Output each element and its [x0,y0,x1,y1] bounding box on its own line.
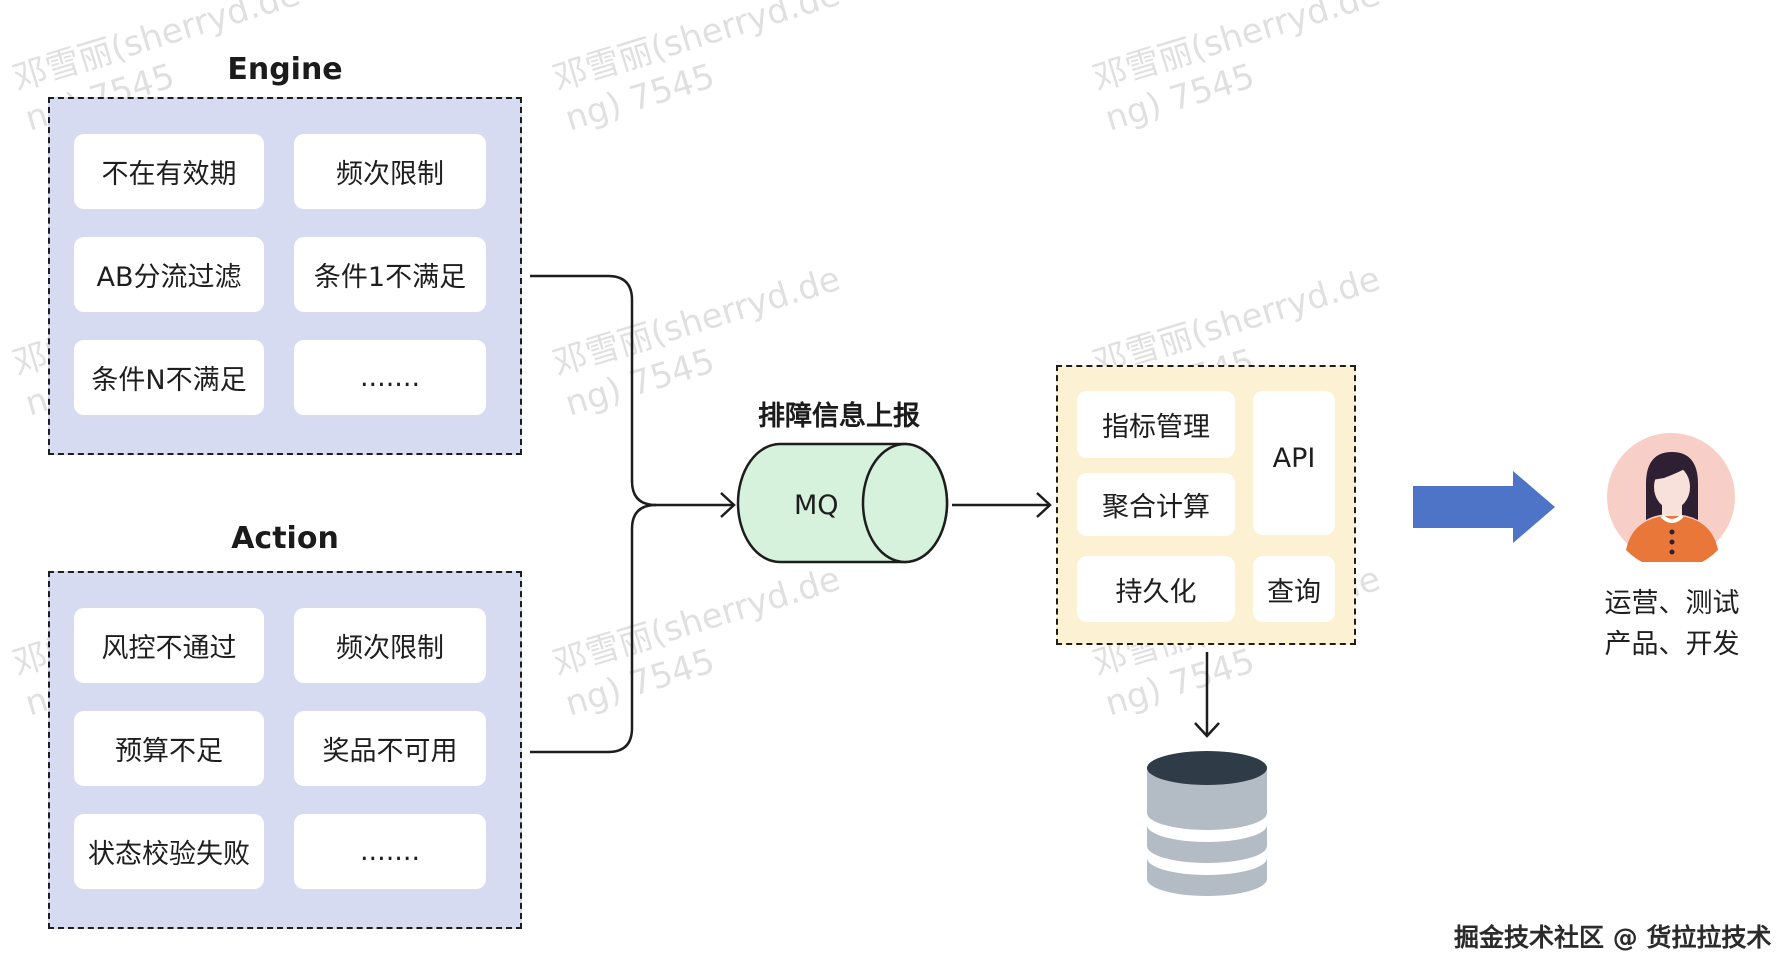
action-item: 预算不足 [74,711,264,786]
engine-item: ....... [294,340,486,415]
footer-credit: 掘金技术社区 @ 货拉拉技术 [1454,923,1772,952]
mq-caption: 排障信息上报 [758,401,920,432]
engine-item: AB分流过滤 [74,237,264,312]
engine-item: 条件1不满足 [294,237,486,312]
mq-arrowhead [720,492,736,518]
engine-to-mq-line [530,274,733,507]
aggregate-compute: 聚合计算 [1077,473,1235,536]
service-arrowhead [1036,492,1052,518]
action-to-mq-line [530,503,657,754]
api-block: API [1253,391,1335,535]
action-item: 频次限制 [294,608,486,683]
mq-cylinder-icon [736,442,949,564]
query-block: 查询 [1253,556,1335,622]
action-title: Action [231,521,339,556]
person-avatar-icon [1607,433,1735,562]
db-arrowhead [1194,722,1220,738]
mq-label: MQ [794,490,839,521]
engine-item: 频次限制 [294,134,486,209]
engine-item: 不在有效期 [74,134,264,209]
engine-title: Engine [227,52,343,87]
users-line: 产品、开发 [1604,629,1740,660]
metrics-management: 指标管理 [1077,391,1235,458]
users-line: 运营、测试 [1604,588,1740,619]
action-item: 状态校验失败 [74,814,264,889]
database-icon [1147,751,1267,896]
action-item: 奖品不可用 [294,711,486,786]
big-right-arrow-icon [1413,471,1555,543]
users-label: 运营、测试 产品、开发 [1582,583,1762,665]
action-item: ....... [294,814,486,889]
action-item: 风控不通过 [74,608,264,683]
engine-item: 条件N不满足 [74,340,264,415]
persistence: 持久化 [1077,556,1235,622]
